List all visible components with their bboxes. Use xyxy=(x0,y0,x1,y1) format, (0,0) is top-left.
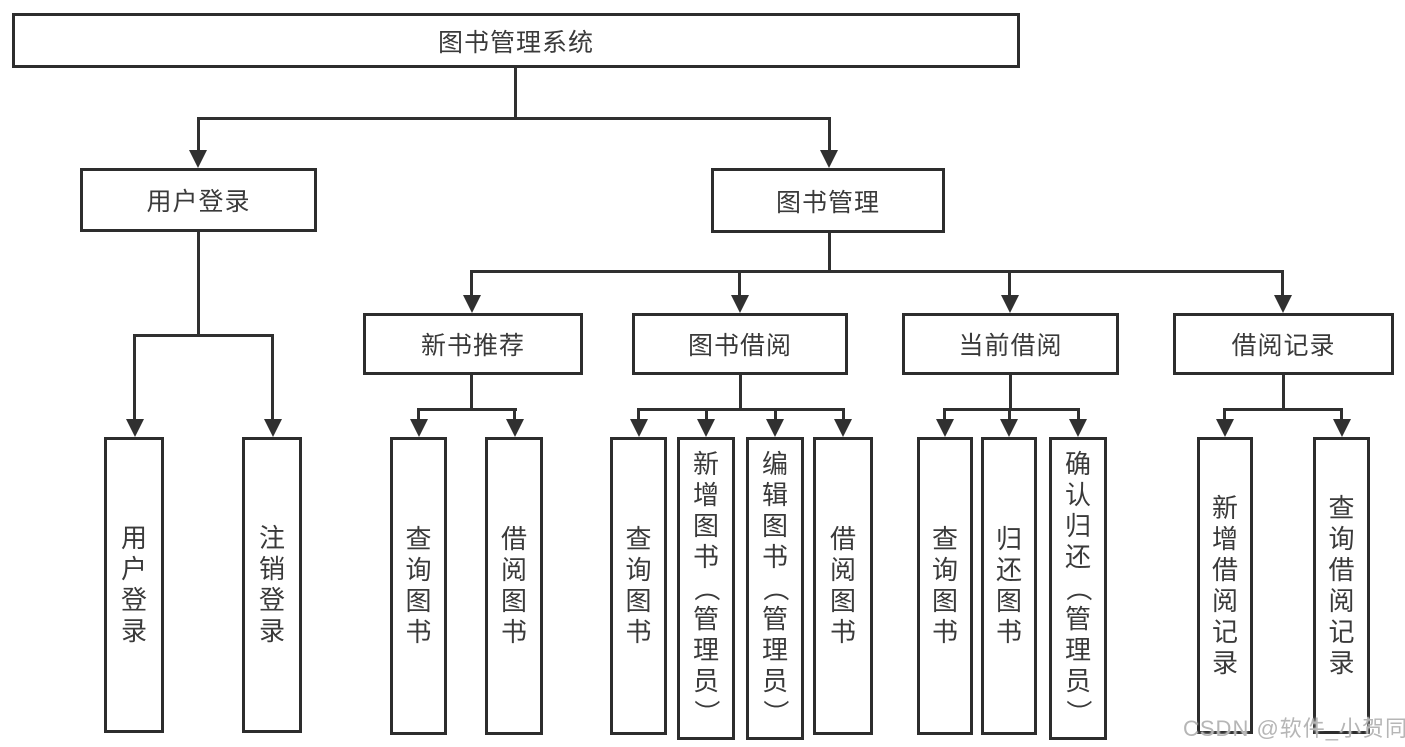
connector-line xyxy=(470,270,1284,273)
connector-line xyxy=(197,117,831,120)
connector-line xyxy=(514,68,517,118)
leaf-return-books: 归还图书 xyxy=(981,437,1037,735)
arrowhead-icon xyxy=(1216,419,1234,437)
connector-line xyxy=(1008,408,1011,421)
leaf-query-books: 查询图书 xyxy=(390,437,447,735)
connector-line xyxy=(513,408,516,421)
connector-line xyxy=(943,408,946,421)
connector-line xyxy=(133,334,274,337)
connector-line xyxy=(417,408,420,421)
arrowhead-icon xyxy=(126,419,144,437)
leaf-add-books-admin: 新增图书（管理员） xyxy=(677,437,735,740)
csdn-watermark: CSDN @软件_小贺同学 xyxy=(1183,716,1405,741)
arrowhead-icon xyxy=(1001,295,1019,313)
leaf-borrow-books: 借阅图书 xyxy=(485,437,543,735)
arrowhead-icon xyxy=(731,295,749,313)
arrowhead-icon xyxy=(820,150,838,168)
leaf-add-borrow-record: 新增借阅记录 xyxy=(1197,437,1253,734)
leaf-query-books-2: 查询图书 xyxy=(610,437,667,735)
connector-line xyxy=(738,270,741,297)
connector-line xyxy=(197,117,200,153)
leaf-borrow-books-2: 借阅图书 xyxy=(813,437,873,735)
connector-line xyxy=(1009,375,1012,411)
leaf-query-borrow-record: 查询借阅记录 xyxy=(1313,437,1370,734)
connector-line xyxy=(705,408,708,421)
connector-line xyxy=(470,375,473,411)
connector-line xyxy=(943,408,1079,411)
connector-line xyxy=(271,334,274,421)
connector-line xyxy=(637,408,845,411)
connector-line xyxy=(739,375,742,411)
arrowhead-icon xyxy=(766,419,784,437)
connector-line xyxy=(1282,375,1285,411)
connector-line xyxy=(828,233,831,273)
connector-line xyxy=(828,117,831,153)
connector-line xyxy=(1281,270,1284,297)
arrowhead-icon xyxy=(1333,419,1351,437)
arrowhead-icon xyxy=(189,150,207,168)
connector-line xyxy=(774,408,777,421)
node-borrow-records: 借阅记录 xyxy=(1173,313,1394,375)
arrowhead-icon xyxy=(630,419,648,437)
connector-line xyxy=(417,408,517,411)
arrowhead-icon xyxy=(410,419,428,437)
connector-line xyxy=(470,270,473,297)
arrowhead-icon xyxy=(936,419,954,437)
connector-line xyxy=(637,408,640,421)
connector-line xyxy=(1077,408,1080,421)
arrowhead-icon xyxy=(697,419,715,437)
leaf-user-login: 用户登录 xyxy=(104,437,164,733)
node-user-login: 用户登录 xyxy=(80,168,317,232)
connector-line xyxy=(1008,270,1011,297)
leaf-edit-books-admin: 编辑图书（管理员） xyxy=(746,437,804,740)
node-book-management: 图书管理 xyxy=(711,168,945,233)
leaf-confirm-return-admin: 确认归还（管理员） xyxy=(1049,437,1107,740)
arrowhead-icon xyxy=(463,295,481,313)
arrowhead-icon xyxy=(264,419,282,437)
arrowhead-icon xyxy=(506,419,524,437)
connector-line xyxy=(1223,408,1226,421)
connector-line xyxy=(1340,408,1343,421)
leaf-query-books-3: 查询图书 xyxy=(917,437,973,735)
arrowhead-icon xyxy=(1000,419,1018,437)
connector-line xyxy=(842,408,845,421)
connector-line xyxy=(1223,408,1343,411)
connector-line xyxy=(197,232,200,336)
leaf-logout: 注销登录 xyxy=(242,437,302,733)
connector-line xyxy=(133,334,136,421)
arrowhead-icon xyxy=(834,419,852,437)
node-book-borrow: 图书借阅 xyxy=(632,313,848,375)
node-new-book-recommend: 新书推荐 xyxy=(363,313,583,375)
arrowhead-icon xyxy=(1069,419,1087,437)
node-root-system: 图书管理系统 xyxy=(12,13,1020,68)
node-current-borrow: 当前借阅 xyxy=(902,313,1119,375)
arrowhead-icon xyxy=(1274,295,1292,313)
